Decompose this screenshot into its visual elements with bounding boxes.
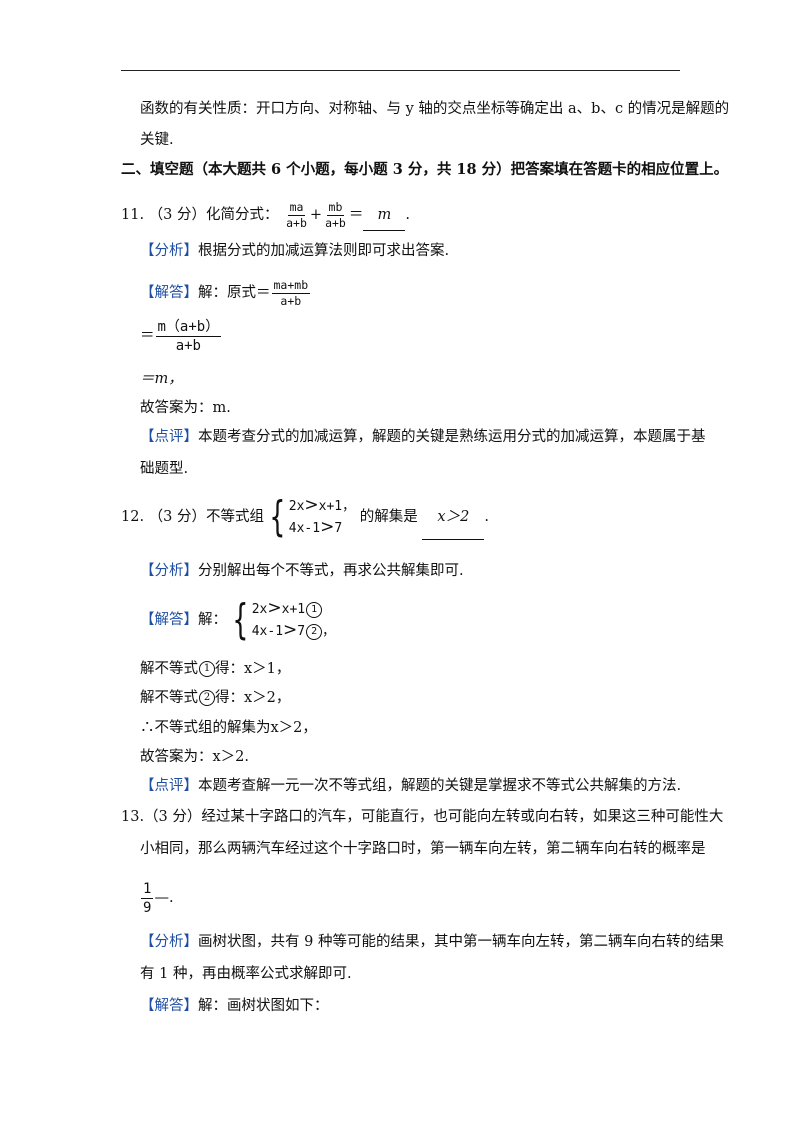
analysis-line: 有 1 种，再由概率公式求解即可. [140,966,352,982]
question-number: 11. [121,207,145,223]
circled-number: 2 [199,690,215,706]
question-12: 12. （3 分）不等式组 { 2x>x+1， 4x-1>7 的解集是 x＞2. [121,492,489,541]
question-13-line: 小相同，那么两辆汽车经过这个十字路口时，第一辆车向左转，第二辆车向右转的概率是 [140,841,706,857]
analysis-line: 【分析】画树状图，共有 9 种等可能的结果，其中第一辆车向左转，第二辆车向右转的… [140,934,724,950]
solution-tag: 【解答】 [140,612,198,628]
final-answer: 故答案为：m. [140,400,231,416]
comment-tag: 【点评】 [140,778,198,794]
question-number: 12. [121,509,145,525]
solution-step: ∴不等式组的解集为x＞2， [140,720,317,736]
comment-line: 【点评】本题考查分式的加减运算，解题的关键是熟练运用分式的加减运算，本题属于基 [140,429,706,445]
solution-tag: 【解答】 [140,285,198,301]
question-score: （3 分）化简分式： [148,207,279,223]
analysis-line: 【分析】根据分式的加减运算法则即可求出答案. [140,243,450,259]
solution-step: ＝m， [140,371,183,387]
final-answer: 故答案为：x＞2. [140,749,250,765]
comment-line: 础题型. [140,461,189,477]
solution-tag: 【解答】 [140,998,198,1014]
fraction: m（a+b）a+b [155,318,222,354]
question-13: 13.（3 分）经过某十字路口的汽车，可能直行，也可能向左转或向右转，如果这三种… [121,809,724,825]
solution-line: 【解答】解：画树状图如下： [140,998,329,1014]
answer-blank: m [363,200,406,231]
brace-icon: { [232,595,249,644]
analysis-tag: 【分析】 [140,934,198,950]
circled-number: 1 [306,601,323,618]
inequality-system: { 2x>x+1， 4x-1>7 [269,492,356,541]
solution-step: ＝m（a+b）a+b [140,318,222,354]
circled-number: 2 [306,623,323,640]
text-line: 关键. [140,132,174,148]
header-rule [121,70,680,71]
circled-number: 1 [199,661,215,677]
section-heading: 二、填空题（本大题共 6 个小题，每小题 3 分，共 18 分）把答案填在答题卡… [121,161,729,178]
answer-blank: x＞2 [422,495,485,540]
comment-line: 【点评】本题考查解一元一次不等式组，解题的关键是掌握求不等式公共解集的方法. [140,778,682,794]
brace-icon: { [269,492,286,541]
comment-tag: 【点评】 [140,429,198,445]
analysis-line: 【分析】分别解出每个不等式，再求公共解集即可. [140,563,464,579]
text-line: 函数的有关性质：开口方向、对称轴、与 y 轴的交点坐标等确定出 a、b、c 的情… [140,101,730,117]
question-score: （3 分）不等式组 [148,509,265,525]
analysis-tag: 【分析】 [140,243,198,259]
analysis-tag: 【分析】 [140,563,198,579]
